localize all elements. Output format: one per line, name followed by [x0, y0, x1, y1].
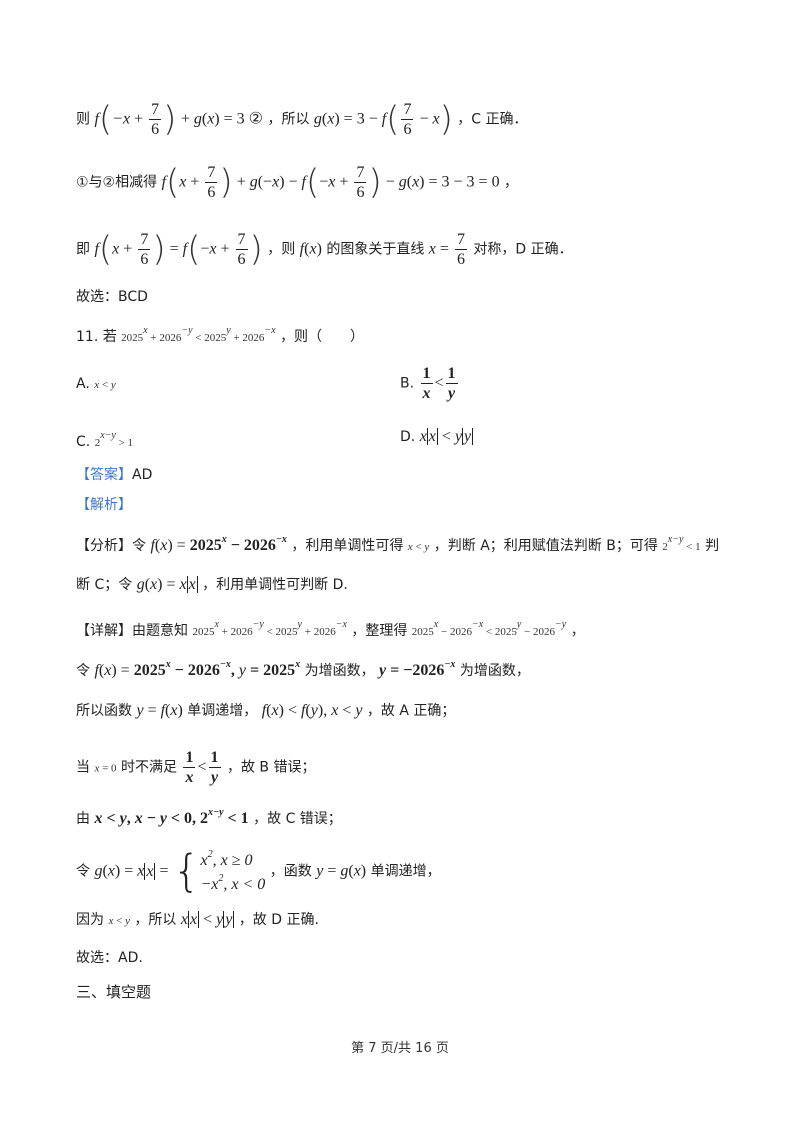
final-answer: 故选：AD. [76, 950, 143, 966]
xiangjie-line-5: 由 x < y, x − y < 0, 2x−y < 1 ，故 C 错误； [76, 807, 342, 827]
prev-answer: 故选：BCD [76, 289, 148, 305]
xiangjie-line-2: 令 f(x) = 2025x − 2026−x, y = 2025x 为增函数，… [76, 659, 530, 679]
option-a[interactable]: A. x < y [76, 376, 116, 392]
analysis-heading: 【解析】 [76, 497, 132, 513]
page-footer: 第 7 页/共 16 页 [351, 1041, 449, 1056]
answer: 【答案】AD [76, 467, 153, 483]
xiangjie-line-1: 【详解】由题意知 2025x + 2026−y < 2025y + 2026−x… [76, 619, 585, 639]
question-11: 11. 若 2025x + 2026−y < 2025y + 2026−x ，则… [76, 325, 365, 345]
option-c[interactable]: C. 2x−y > 1 [76, 430, 134, 450]
xiangjie-line-3: 所以函数 y = f(x) 单调递增， f(x) < f(y), x < y ，… [76, 702, 456, 719]
fenxi-line-1: 【分析】令 f(x) = 2025x − 2026−x ，利用单调性可得 x <… [76, 534, 720, 554]
section-heading: 三、填空题 [76, 983, 152, 1001]
